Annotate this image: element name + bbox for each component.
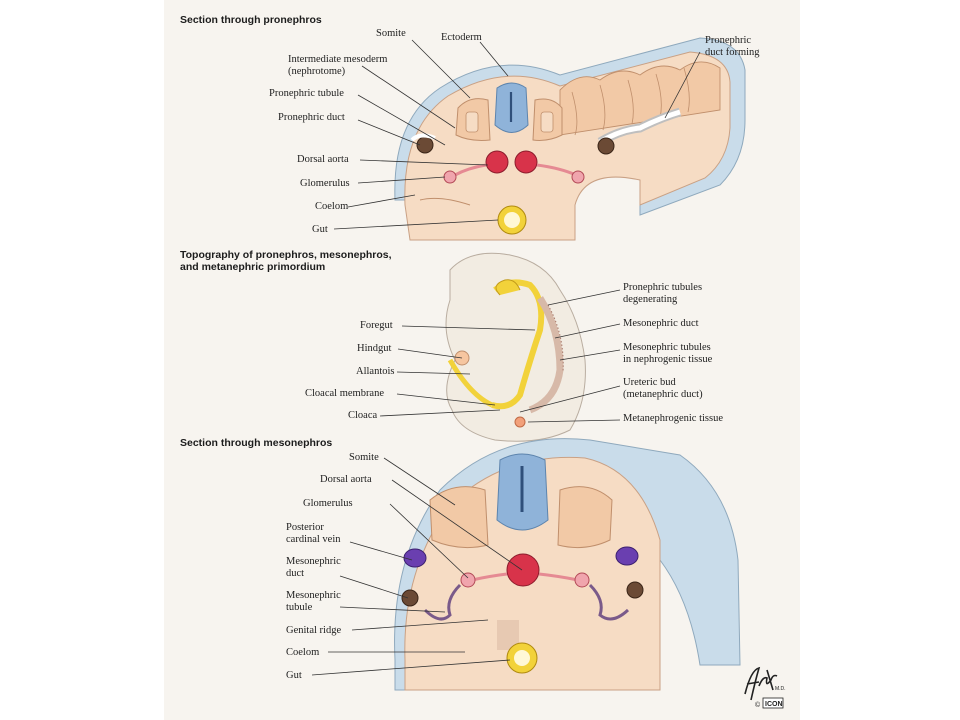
label-cloaca: Cloaca	[348, 410, 378, 421]
label-intermediate-mesoderm: Intermediate mesoderm (nephrotome)	[288, 54, 388, 77]
label-genital-ridge: Genital ridge	[286, 625, 342, 636]
label-dorsal-aorta-mesonephros: Dorsal aorta	[320, 474, 372, 485]
topography-title: Topography of pronephros, mesonephros, a…	[180, 249, 392, 273]
label-pronephric-tubules-degenerating: Pronephric tubules degenerating	[623, 282, 703, 305]
label-somite-mesonephros: Somite	[349, 452, 379, 463]
label-pronephric-tubule: Pronephric tubule	[269, 88, 344, 99]
label-somite-pronephros: Somite	[376, 28, 406, 39]
label-mesonephric-duct-topography: Mesonephric duct	[623, 318, 699, 329]
pronephros-section-drawing	[394, 37, 746, 241]
label-mesonephric-duct-section: Mesonephric duct	[286, 556, 341, 579]
leader-lines	[311, 39, 701, 676]
label-coelom-mesonephros: Coelom	[286, 647, 320, 658]
label-foregut: Foregut	[360, 320, 393, 331]
label-allantois: Allantois	[356, 366, 395, 377]
topography-embryo-drawing	[445, 252, 586, 442]
label-glomerulus-mesonephros: Glomerulus	[303, 498, 353, 509]
label-glomerulus-pronephros: Glomerulus	[300, 178, 350, 189]
label-posterior-cardinal-vein: Posterior cardinal vein	[286, 522, 341, 545]
label-pronephric-duct: Pronephric duct	[278, 112, 345, 123]
artist-signature-logo: M.D. ICON ©	[744, 666, 786, 709]
label-hindgut: Hindgut	[357, 343, 392, 354]
label-gut-mesonephros: Gut	[286, 670, 302, 681]
label-cloacal-membrane: Cloacal membrane	[305, 388, 385, 399]
mesonephros-section-drawing	[394, 438, 741, 691]
pronephros-section-title: Section through pronephros	[180, 14, 322, 26]
label-ureteric-bud: Ureteric bud (metanephric duct)	[623, 377, 703, 400]
label-pronephric-duct-forming: Pronephric duct forming	[705, 35, 760, 58]
mesonephros-section-title: Section through mesonephros	[180, 437, 333, 449]
svg-text:ICON: ICON	[765, 701, 783, 708]
label-mesonephric-tubule: Mesonephric tubule	[286, 590, 341, 613]
label-ectoderm: Ectoderm	[441, 32, 482, 43]
svg-text:M.D.: M.D.	[775, 686, 786, 692]
svg-text:©: ©	[755, 701, 761, 709]
label-gut-pronephros: Gut	[312, 224, 328, 235]
label-metanephrogenic-tissue: Metanephrogenic tissue	[623, 413, 724, 424]
label-mesonephric-tubules: Mesonephric tubules in nephrogenic tissu…	[623, 342, 713, 365]
label-coelom-pronephros: Coelom	[315, 201, 349, 212]
label-dorsal-aorta-pronephros: Dorsal aorta	[297, 154, 349, 165]
